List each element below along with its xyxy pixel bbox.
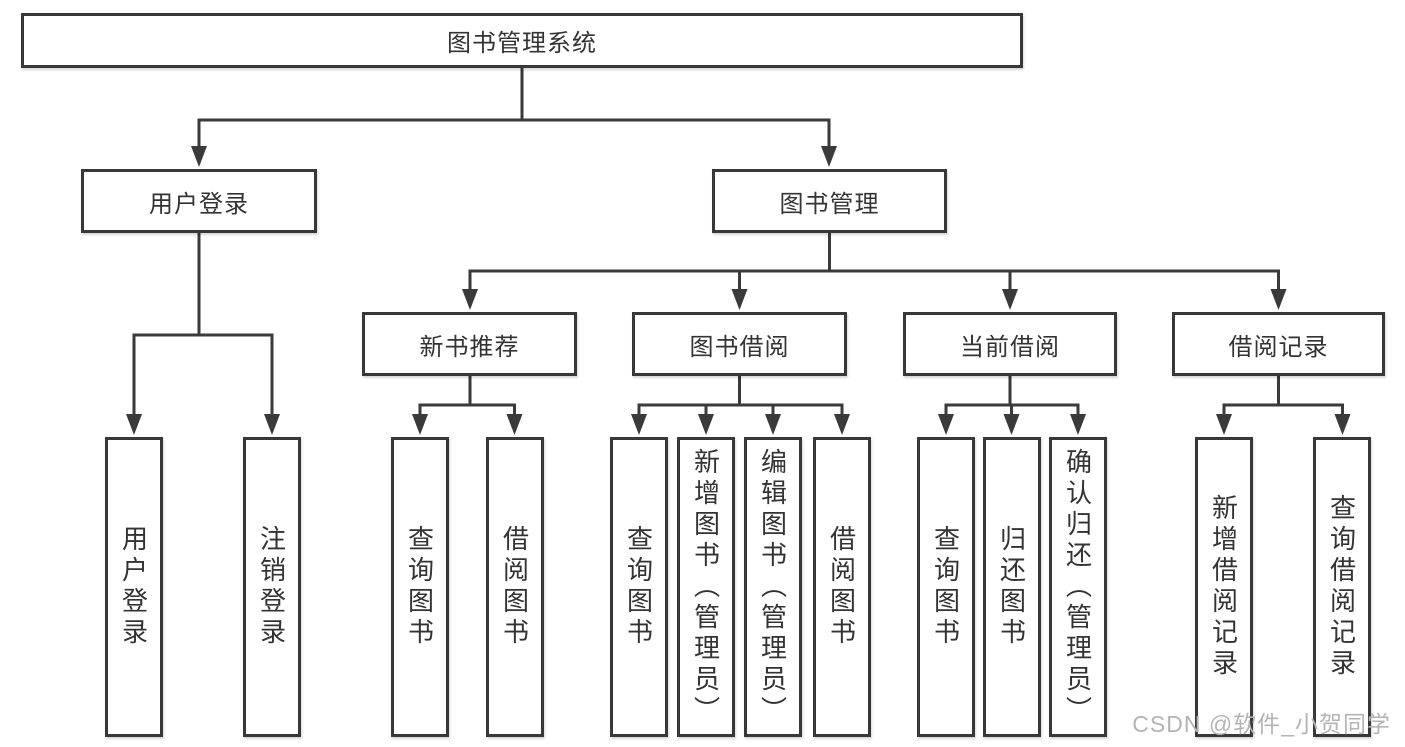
node-query-books-recommend: 查询图书 <box>391 437 449 737</box>
node-return-books: 归还图书 <box>983 437 1041 737</box>
arrowheads <box>126 146 1351 435</box>
node-borrow-books-leaf: 借阅图书 <box>813 437 871 737</box>
node-query-books-current: 查询图书 <box>917 437 975 737</box>
watermark: CSDN @软件_小贺同学 <box>1132 711 1391 737</box>
node-edit-book-admin: 编辑图书（管理员） <box>744 437 802 737</box>
node-borrow-books-recommend: 借阅图书 <box>486 437 544 737</box>
node-logout-leaf: 注销登录 <box>243 437 301 737</box>
node-borrow-records: 借阅记录 <box>1172 312 1385 376</box>
node-add-book-admin: 新增图书（管理员） <box>677 437 735 737</box>
node-query-borrow-record: 查询借阅记录 <box>1313 437 1371 737</box>
node-book-management: 图书管理 <box>712 169 947 233</box>
node-book-borrow: 图书借阅 <box>632 312 847 376</box>
node-root: 图书管理系统 <box>21 13 1023 68</box>
node-user-login: 用户登录 <box>81 169 317 233</box>
node-confirm-return-admin: 确认归还（管理员） <box>1049 437 1107 737</box>
node-query-books-borrow: 查询图书 <box>610 437 668 737</box>
node-current-borrow: 当前借阅 <box>903 312 1117 376</box>
node-user-login-leaf: 用户登录 <box>105 437 163 737</box>
connector-shafts <box>132 68 1344 417</box>
node-new-book-recommend: 新书推荐 <box>362 312 577 376</box>
node-add-borrow-record: 新增借阅记录 <box>1195 437 1253 737</box>
